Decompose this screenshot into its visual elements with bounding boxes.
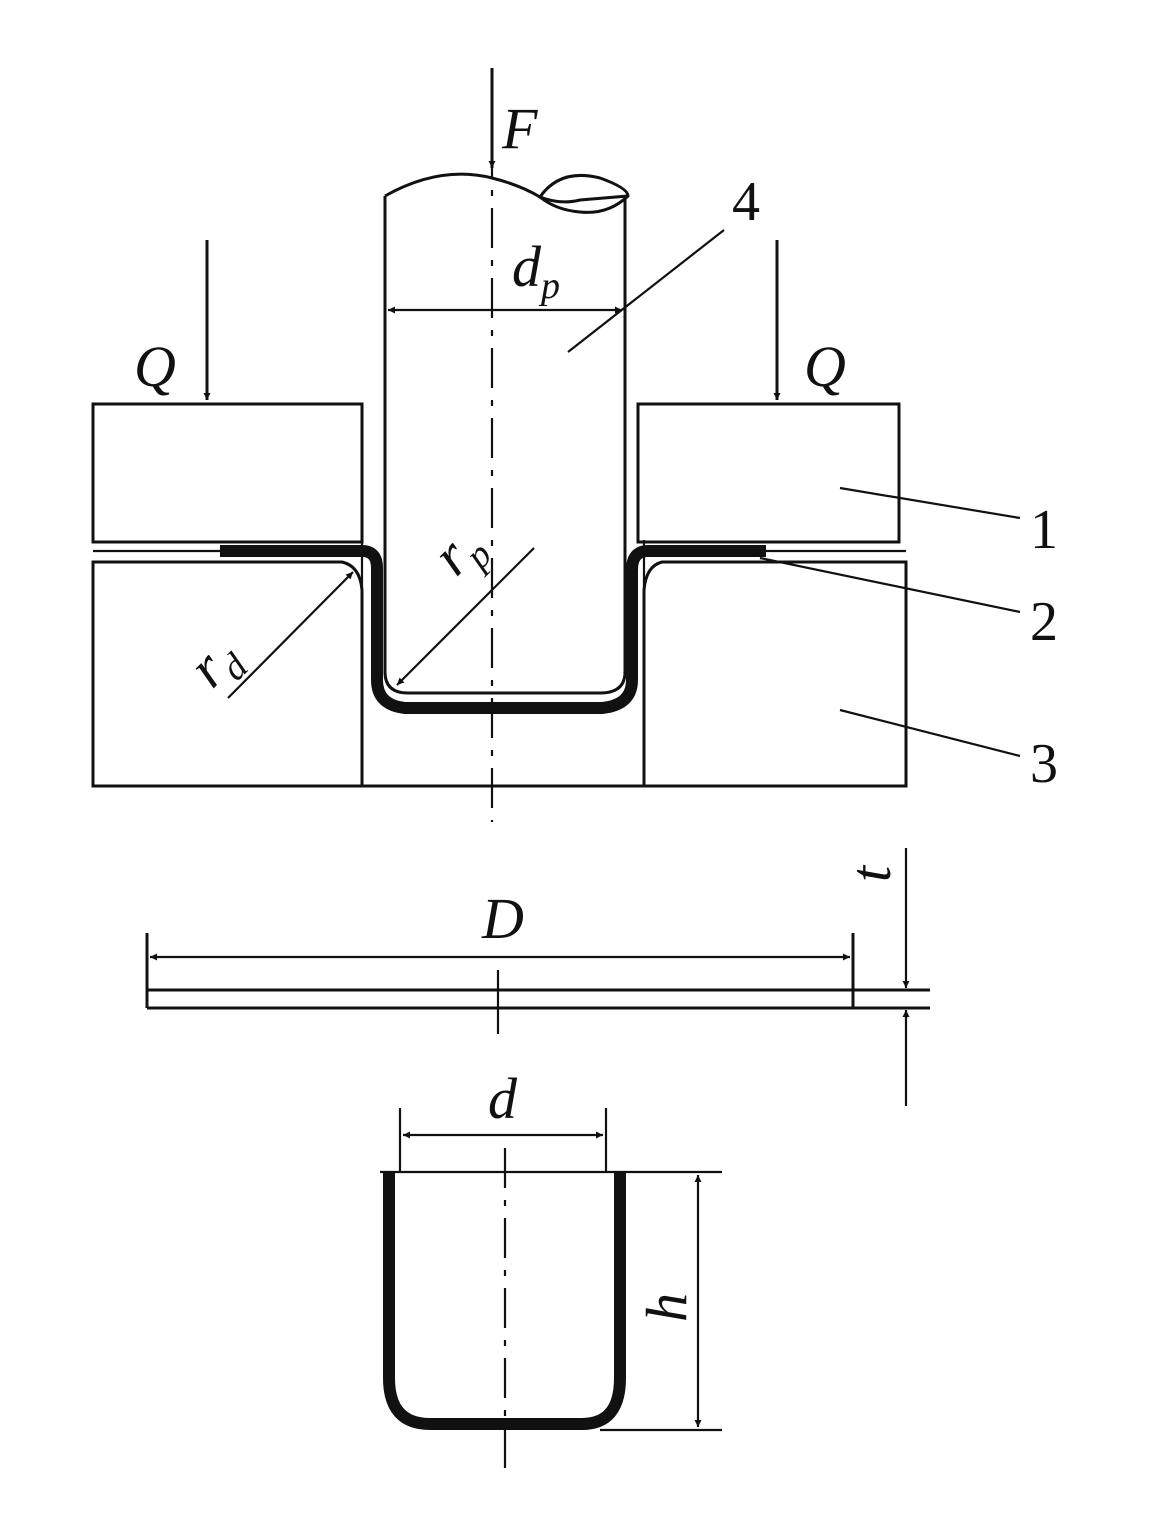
leader-blank-holder xyxy=(839,486,1021,520)
part-number-punch: 4 xyxy=(732,171,760,233)
leader-die xyxy=(839,708,1021,758)
blank-being-drawn xyxy=(220,545,766,714)
punch xyxy=(383,172,630,695)
thickness-label: t xyxy=(838,864,903,882)
force-q-right-label: Q xyxy=(804,334,846,399)
punch-radius-dimension xyxy=(396,547,535,686)
cup-diameter-label: d xyxy=(488,1066,518,1131)
punch-diameter-label: dp xyxy=(512,234,560,307)
die xyxy=(91,540,908,788)
part-number-die: 3 xyxy=(1030,733,1058,795)
cup-height-label: h xyxy=(634,1293,699,1322)
blank-holder xyxy=(91,402,901,544)
flat-blank xyxy=(145,933,930,1034)
part-number-blank: 2 xyxy=(1030,591,1058,653)
leader-punch xyxy=(567,229,725,353)
punch-radius-label: rp xyxy=(419,512,500,593)
finished-cup xyxy=(380,1108,722,1432)
blank-diameter-label: D xyxy=(481,886,524,951)
force-f-label: F xyxy=(501,96,538,161)
die-radius-dimension xyxy=(227,571,354,699)
die-radius-label: rd xyxy=(175,623,257,705)
part-number-blank-holder: 1 xyxy=(1030,499,1058,561)
force-q-left-label: Q xyxy=(134,334,176,399)
leader-blank xyxy=(759,556,1021,614)
